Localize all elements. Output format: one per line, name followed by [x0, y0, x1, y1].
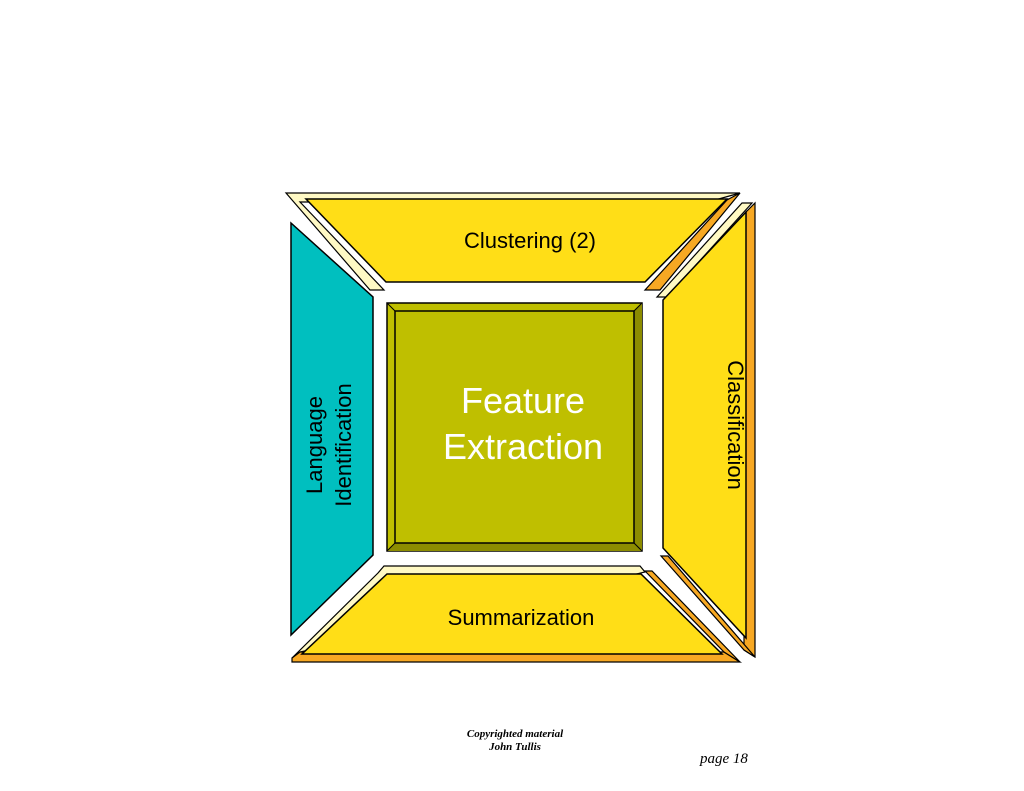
top-panel-label: Clustering (2): [464, 228, 596, 253]
copyright-notice: Copyrighted material John Tullis: [415, 728, 615, 754]
page-number: page 18: [700, 751, 748, 767]
center-panel-label-line1: Feature: [461, 380, 585, 421]
left-panel-face: [290, 221, 374, 637]
top-panel-bevel-dark: [643, 192, 741, 291]
bottom-panel-bevel-dark-right: [643, 570, 741, 663]
bottom-panel-label: Summarization: [448, 605, 595, 630]
bottom-panel-face: [300, 573, 724, 655]
center-panel-inner: [394, 310, 635, 544]
center-panel-label-line2: Extraction: [443, 426, 603, 467]
top-panel-face: [304, 198, 729, 283]
right-panel-label: Classification: [723, 360, 748, 490]
right-panel-classification: Classification: [655, 201, 756, 659]
top-panel-clustering: Clustering (2): [284, 192, 741, 291]
right-panel-face: [662, 210, 747, 640]
left-panel-label-line1: Language: [302, 396, 327, 494]
left-panel-label-line2: Identification: [331, 383, 356, 507]
copyright-line1: Copyrighted material: [466, 728, 564, 740]
center-panel-feature-extraction: Feature Extraction: [386, 302, 643, 552]
right-panel-bevel-dark-bottom: [659, 555, 756, 658]
copyright-line2: John Tullis: [489, 741, 541, 753]
left-panel-language-identification: Language Identification: [290, 221, 374, 637]
bottom-panel-summarization: Summarization: [291, 565, 743, 663]
